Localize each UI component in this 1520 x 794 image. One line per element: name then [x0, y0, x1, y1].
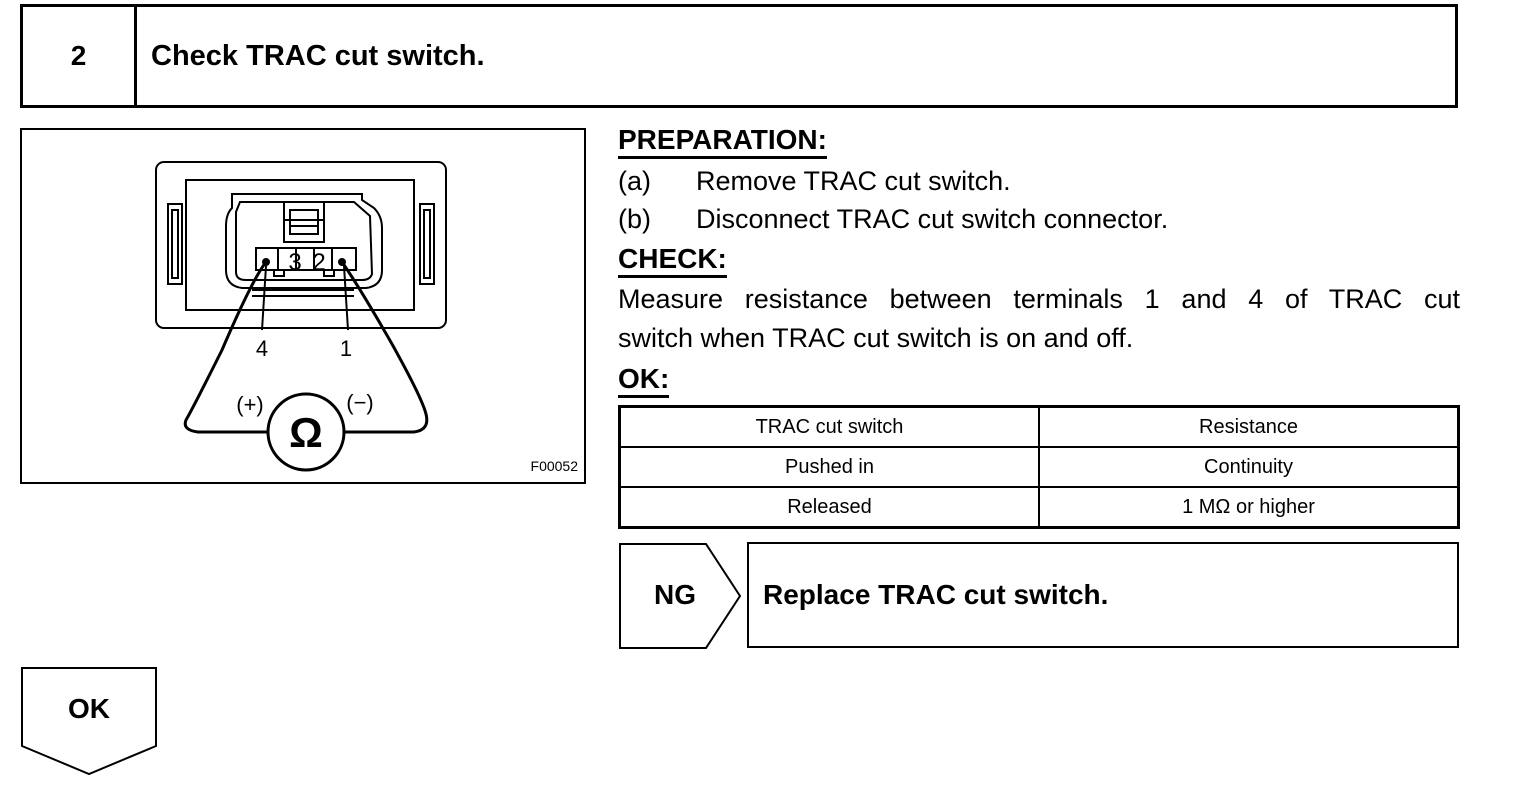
terminal-4-label: 4	[256, 336, 268, 361]
switch-body-outline	[155, 161, 447, 329]
check-line-1: Measure resistance between terminals 1 a…	[618, 284, 1460, 314]
check-heading: CHECK:	[618, 243, 727, 278]
step-header: 2 Check TRAC cut switch.	[20, 4, 1458, 108]
ok-label: OK	[68, 693, 110, 724]
terminal-1-label: 1	[340, 336, 352, 361]
ng-action-text: Replace TRAC cut switch.	[763, 579, 1109, 610]
terminal-4-leader	[261, 265, 267, 331]
connector-figure: 3 2 4 1 (+) (−) Ω F00052	[20, 128, 586, 484]
step-text: Disconnect TRAC cut switch connector.	[696, 204, 1169, 234]
probe-plus-label: (+)	[236, 392, 264, 417]
switch-right-tab	[419, 203, 435, 285]
ok-arrow-icon	[21, 667, 157, 776]
table-header: TRAC cut switch	[618, 405, 1040, 448]
table-cell: 1 MΩ or higher	[1038, 486, 1460, 529]
table-cell: Continuity	[1038, 446, 1460, 488]
minus-lead	[340, 261, 429, 434]
table-cell: Pushed in	[618, 446, 1040, 488]
pin-number-2: 2	[312, 249, 325, 276]
preparation-step-b: (b) Disconnect TRAC cut switch connector.	[618, 203, 1460, 235]
ohm-symbol: Ω	[289, 409, 323, 456]
ok-spec-section: OK:	[618, 363, 670, 398]
switch-left-tab-inner	[171, 209, 179, 279]
switch-right-tab-inner	[423, 209, 431, 279]
connector-housing-inner	[235, 201, 374, 281]
ng-arrow-icon	[619, 543, 742, 649]
preparation-heading: PREPARATION:	[618, 124, 827, 159]
probe-minus-label: (−)	[346, 390, 374, 415]
step-number: 2	[23, 7, 137, 105]
table-header: Resistance	[1038, 405, 1460, 448]
ng-action-box: Replace TRAC cut switch.	[747, 542, 1459, 648]
check-section: CHECK:	[618, 243, 727, 278]
switch-inner-frame	[185, 179, 415, 311]
plus-lead	[183, 261, 268, 434]
ohmmeter-circle	[266, 392, 346, 472]
table-row: Pushed in Continuity	[618, 446, 1460, 488]
connector-housing	[225, 193, 383, 289]
pin-cavity-row	[255, 247, 357, 271]
resistance-spec-table: TRAC cut switch Resistance Pushed in Con…	[618, 405, 1460, 529]
connector-latch	[283, 201, 325, 243]
step-letter: (b)	[618, 204, 651, 234]
pin-number-3: 3	[288, 249, 301, 276]
table-header-row: TRAC cut switch Resistance	[618, 405, 1460, 448]
switch-left-tab	[167, 203, 183, 285]
step-letter: (a)	[618, 166, 651, 196]
preparation-section: PREPARATION:	[618, 124, 827, 159]
connector-latch-inner	[289, 209, 319, 235]
figure-code: F00052	[530, 458, 578, 474]
table-cell: Released	[618, 486, 1040, 529]
ok-spec-heading: OK:	[618, 363, 670, 398]
ng-label: NG	[654, 579, 696, 610]
terminal-1-leader	[343, 265, 349, 331]
check-line-2: switch when TRAC cut switch is on and of…	[618, 323, 1134, 353]
step-title: Check TRAC cut switch.	[151, 39, 485, 72]
test-leads	[183, 261, 429, 434]
connector-diagram: 3 2 4 1 (+) (−) Ω	[155, 161, 447, 472]
preparation-step-a: (a) Remove TRAC cut switch.	[618, 165, 1460, 197]
table-row: Released 1 MΩ or higher	[618, 486, 1460, 529]
step-text: Remove TRAC cut switch.	[696, 166, 1011, 196]
